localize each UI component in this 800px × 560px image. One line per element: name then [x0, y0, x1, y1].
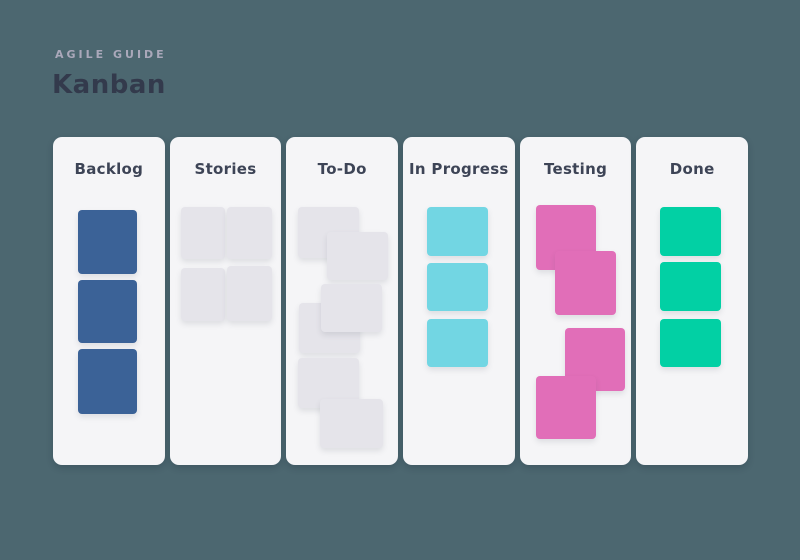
todo-card-4[interactable]	[321, 284, 383, 332]
column-testing: Testing	[519, 137, 632, 465]
eyebrow-label: AGILE GUIDE	[55, 48, 167, 61]
stories-card-1[interactable]	[180, 207, 225, 259]
page-title: Kanban	[52, 70, 166, 100]
stories-card-3[interactable]	[180, 268, 225, 321]
column-title-testing: Testing	[543, 160, 608, 178]
column-backlog: Backlog	[53, 137, 165, 465]
testing-card-4[interactable]	[535, 376, 596, 439]
backlog-card-1[interactable]	[78, 210, 137, 274]
testing-card-2[interactable]	[554, 251, 616, 315]
done-card-3[interactable]	[660, 319, 722, 367]
page-header: AGILE GUIDE Kanban	[52, 48, 167, 100]
column-todo: To-Do	[286, 137, 399, 465]
stories-card-2[interactable]	[226, 207, 272, 259]
column-title-stories: Stories	[194, 160, 257, 178]
in-progress-card-3[interactable]	[427, 319, 489, 367]
kanban-board: Backlog Stories To-Do In Progress Testing Don…	[53, 137, 749, 465]
column-stories: Stories	[169, 137, 282, 465]
column-title-in-progress: In Progress	[409, 160, 509, 178]
column-done: Done	[636, 137, 749, 465]
todo-card-2[interactable]	[327, 232, 389, 280]
column-title-backlog: Backlog	[74, 160, 144, 178]
done-card-1[interactable]	[660, 207, 722, 256]
column-in-progress: In Progress	[403, 137, 515, 465]
stories-card-4[interactable]	[226, 266, 272, 321]
in-progress-card-2[interactable]	[427, 263, 489, 311]
backlog-card-3[interactable]	[78, 349, 137, 414]
column-title-done: Done	[669, 160, 715, 178]
backlog-card-2[interactable]	[78, 280, 137, 343]
in-progress-card-1[interactable]	[427, 207, 489, 256]
column-title-todo: To-Do	[317, 160, 367, 178]
done-card-2[interactable]	[660, 262, 722, 311]
todo-card-6[interactable]	[320, 399, 384, 448]
